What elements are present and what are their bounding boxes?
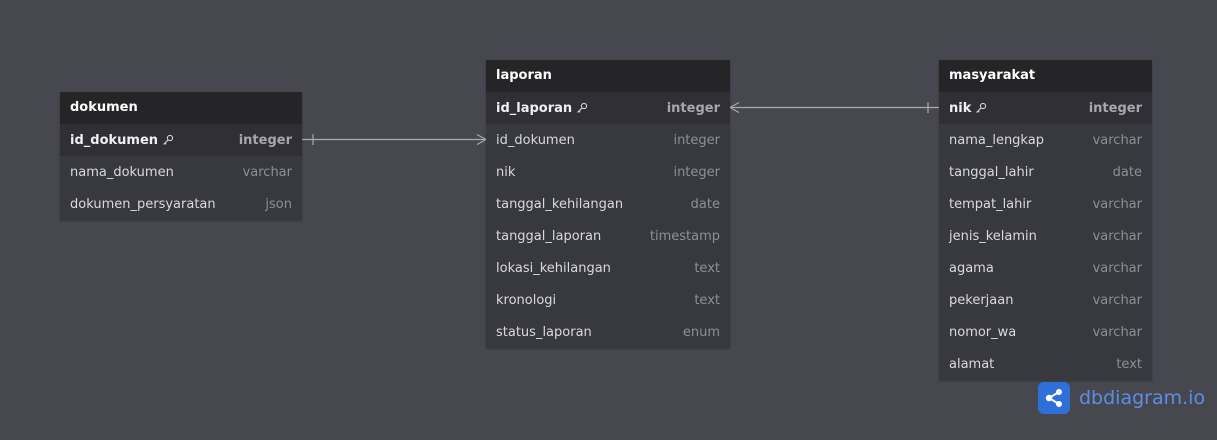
table-laporan[interactable]: laporan id_laporan integer id_dokumen in… — [486, 60, 730, 348]
field-name: jenis_kelamin — [949, 228, 1037, 244]
field-name: id_dokumen — [496, 132, 575, 148]
field-name: tempat_lahir — [949, 196, 1032, 212]
field-row[interactable]: nama_lengkap varchar — [939, 124, 1152, 156]
field-name: tanggal_laporan — [496, 228, 602, 244]
field-label: nik — [949, 100, 972, 116]
field-type: varchar — [1092, 132, 1142, 148]
field-type: text — [694, 260, 720, 276]
table-header[interactable]: masyarakat — [939, 60, 1152, 92]
field-row[interactable]: dokumen_persyaratan json — [60, 188, 302, 220]
relationship-dokumen-laporan[interactable] — [302, 133, 487, 146]
field-name: kronologi — [496, 292, 557, 308]
field-type: varchar — [1092, 196, 1142, 212]
field-type: varchar — [242, 164, 292, 180]
field-name: agama — [949, 260, 994, 276]
field-type: varchar — [1092, 260, 1142, 276]
field-row[interactable]: pekerjaan varchar — [939, 284, 1152, 316]
field-name: dokumen_persyaratan — [70, 196, 216, 212]
field-type: json — [265, 196, 292, 212]
field-row[interactable]: alamat text — [939, 348, 1152, 380]
share-icon — [1038, 382, 1070, 414]
crowfoot-marker-top — [476, 133, 487, 141]
field-type: enum — [682, 324, 720, 340]
field-row[interactable]: agama varchar — [939, 252, 1152, 284]
field-type: timestamp — [649, 228, 720, 244]
key-icon — [577, 102, 588, 113]
field-name: nama_lengkap — [949, 132, 1044, 148]
field-row[interactable]: nama_dokumen varchar — [60, 156, 302, 188]
field-name: tanggal_lahir — [949, 164, 1034, 180]
field-row[interactable]: status_laporan enum — [486, 316, 730, 348]
key-icon — [163, 134, 174, 145]
field-type: varchar — [1092, 292, 1142, 308]
table-dokumen[interactable]: dokumen id_dokumen integer nama_dokumen … — [60, 92, 302, 220]
field-name: id_laporan — [496, 101, 588, 116]
field-name: nama_dokumen — [70, 164, 174, 180]
field-type: integer — [1088, 100, 1142, 116]
field-type: integer — [666, 100, 720, 116]
field-row[interactable]: nomor_wa varchar — [939, 316, 1152, 348]
key-icon — [976, 102, 987, 113]
field-row[interactable]: tanggal_lahir date — [939, 156, 1152, 188]
field-name: nomor_wa — [949, 324, 1017, 340]
field-type: varchar — [1092, 324, 1142, 340]
field-type: text — [1116, 356, 1142, 372]
field-row[interactable]: kronologi text — [486, 284, 730, 316]
field-row[interactable]: jenis_kelamin varchar — [939, 220, 1152, 252]
field-name: pekerjaan — [949, 292, 1014, 308]
field-type: integer — [673, 164, 720, 180]
field-name: id_dokumen — [70, 133, 174, 148]
field-row[interactable]: nik integer — [486, 156, 730, 188]
table-masyarakat[interactable]: masyarakat nik integer nama_lengkap varc… — [939, 60, 1152, 380]
field-type: date — [690, 196, 720, 212]
field-type: integer — [238, 132, 292, 148]
field-name: alamat — [949, 356, 995, 372]
field-row[interactable]: nik integer — [939, 92, 1152, 124]
field-name: tanggal_kehilangan — [496, 196, 624, 212]
relationship-laporan-masyarakat[interactable] — [729, 101, 939, 114]
field-label: id_laporan — [496, 100, 573, 116]
field-row[interactable]: id_dokumen integer — [60, 124, 302, 156]
crowfoot-marker-top — [729, 101, 740, 109]
field-type: date — [1112, 164, 1142, 180]
field-row[interactable]: id_laporan integer — [486, 92, 730, 124]
field-row[interactable]: lokasi_kehilangan text — [486, 252, 730, 284]
field-name: nik — [496, 164, 516, 180]
field-row[interactable]: id_dokumen integer — [486, 124, 730, 156]
crowfoot-marker-bottom — [476, 138, 487, 146]
table-header[interactable]: laporan — [486, 60, 730, 92]
table-header[interactable]: dokumen — [60, 92, 302, 124]
field-type: text — [694, 292, 720, 308]
brand-text: dbdiagram.io — [1079, 387, 1206, 409]
field-name: status_laporan — [496, 324, 592, 340]
field-name: lokasi_kehilangan — [496, 260, 611, 276]
field-label: id_dokumen — [70, 132, 159, 148]
field-name: nik — [949, 101, 987, 116]
crowfoot-marker-bottom — [729, 106, 740, 114]
field-row[interactable]: tanggal_laporan timestamp — [486, 220, 730, 252]
field-type: varchar — [1092, 228, 1142, 244]
share-icon-glyph — [1045, 389, 1062, 407]
brand-logo[interactable]: dbdiagram.io — [1038, 382, 1205, 414]
field-type: integer — [673, 132, 720, 148]
field-row[interactable]: tempat_lahir varchar — [939, 188, 1152, 220]
field-row[interactable]: tanggal_kehilangan date — [486, 188, 730, 220]
